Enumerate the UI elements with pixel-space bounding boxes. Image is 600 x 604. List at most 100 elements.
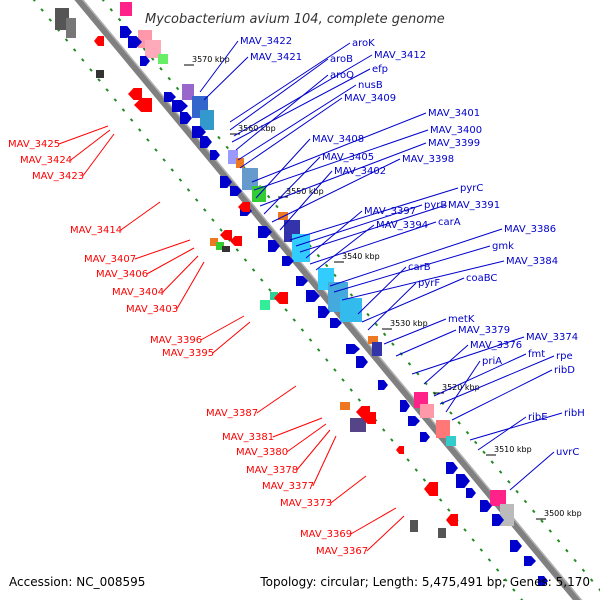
inner-guide-dot <box>300 328 305 332</box>
forward-gene-label: priA <box>482 356 502 367</box>
forward-gene-arrow <box>346 344 360 354</box>
forward-gene-arrow <box>172 100 188 112</box>
feature-block <box>145 40 161 58</box>
kbp-tick-label: 3550 kbp <box>286 187 324 196</box>
inner-guide-dot <box>504 578 508 582</box>
forward-gene-arrow <box>230 186 242 196</box>
forward-leader-line <box>255 138 311 199</box>
inner-guide-dot <box>406 458 410 462</box>
forward-gene-label: ribE <box>528 412 548 423</box>
forward-gene-label: MAV_3408 <box>312 134 364 145</box>
reverse-gene-label: MAV_3396 <box>150 335 202 346</box>
reverse-gene-arrow <box>274 292 288 304</box>
reverse-leader-line <box>312 435 337 487</box>
feature-block <box>55 8 69 30</box>
forward-gene-arrow <box>408 416 420 426</box>
inner-guide-dot <box>487 558 492 562</box>
forward-gene-label: MAV_3376 <box>470 340 522 351</box>
forward-leader-line <box>305 210 363 259</box>
outer-guide-dot <box>266 194 271 199</box>
label-leader-lines <box>58 40 563 552</box>
genome-title: Mycobacterium avium 104, complete genome <box>145 12 445 27</box>
forward-gene-label: MAV_3402 <box>334 166 386 177</box>
reverse-gene-label: MAV_3414 <box>70 225 122 236</box>
forward-gene-arrow <box>420 432 430 442</box>
forward-gene-label: MAV_3399 <box>428 138 480 149</box>
inner-guide-dot <box>268 288 272 292</box>
forward-leader-line <box>383 318 447 345</box>
inner-guide-dot <box>333 368 337 372</box>
inner-guide-dot <box>89 68 93 72</box>
feature-block <box>182 84 194 100</box>
feature-block <box>66 18 76 38</box>
inner-guide-dot <box>382 428 386 432</box>
inner-guide-dot <box>284 308 288 312</box>
reverse-leader-line <box>134 239 191 260</box>
outer-guide-dot <box>565 548 569 553</box>
forward-gene-arrow <box>140 56 150 66</box>
inner-guide-dot <box>243 258 248 262</box>
forward-gene-arrow <box>200 136 212 148</box>
reverse-leader-line <box>256 385 297 414</box>
inner-guide-dot <box>308 338 313 342</box>
inner-guide-dot <box>97 78 101 82</box>
forward-gene-label: MAV_3384 <box>506 256 558 267</box>
forward-gene-label: MAV_3422 <box>240 36 292 47</box>
forward-gene-arrow <box>128 36 142 48</box>
feature-block <box>96 70 104 78</box>
reverse-leader-line <box>162 255 199 293</box>
outer-guide-dot <box>366 312 370 317</box>
reverse-leader-line <box>350 507 397 535</box>
forward-gene-arrow <box>456 474 470 488</box>
inner-guide-dot <box>447 508 451 512</box>
forward-gene-arrow <box>480 500 492 512</box>
inner-guide-dot <box>178 178 183 182</box>
genome-axis-line <box>74 0 584 604</box>
inner-guide-dot <box>235 248 240 252</box>
kbp-tick-label: 3500 kbp <box>544 509 582 518</box>
inner-guide-dot <box>292 318 296 322</box>
feature-block <box>120 2 132 16</box>
outer-guide-dot <box>175 86 180 91</box>
forward-leader-line <box>509 451 555 491</box>
genome-summary-text: Topology: circular; Length: 5,475,491 bp… <box>259 575 590 589</box>
reverse-leader-line <box>366 515 405 552</box>
kbp-tick-label: 3570 kbp <box>192 55 230 64</box>
forward-leader-line <box>411 336 525 375</box>
forward-gene-arrow <box>192 126 206 138</box>
outer-guide-dot <box>523 499 528 504</box>
reverse-gene-label: MAV_3423 <box>32 171 84 182</box>
forward-leader-line <box>439 355 555 405</box>
outer-guide-dot <box>507 480 511 484</box>
reverse-gene-arrow <box>128 88 142 100</box>
feature-block <box>490 490 506 506</box>
forward-gene-label: carB <box>408 262 431 273</box>
forward-gene-label: pyrC <box>460 183 483 194</box>
forward-leader-line <box>229 58 329 131</box>
forward-gene-label: rpe <box>556 351 573 362</box>
reverse-gene-label: MAV_3380 <box>236 447 288 458</box>
feature-block <box>420 404 434 418</box>
forward-gene-label: ribD <box>554 365 575 376</box>
reverse-gene-label: MAV_3377 <box>262 481 314 492</box>
forward-gene-label: MAV_3405 <box>322 152 374 163</box>
forward-gene-arrow <box>538 576 548 586</box>
feature-block <box>340 402 350 410</box>
forward-gene-label: MAV_3394 <box>376 220 428 231</box>
forward-gene-arrow <box>330 318 342 328</box>
reverse-gene-label: MAV_3395 <box>162 348 214 359</box>
forward-gene-arrow <box>378 380 388 390</box>
inner-guide-dot <box>219 228 223 232</box>
feature-block <box>500 504 514 526</box>
forward-gene-label: MAV_3386 <box>504 224 556 235</box>
forward-gene-arrow <box>164 92 176 102</box>
inner-guide-dot <box>129 118 134 122</box>
inner-guide-dot <box>479 548 484 552</box>
forward-leader-line <box>239 97 343 169</box>
outer-guide-dot <box>324 263 329 268</box>
reverse-gene-label: MAV_3403 <box>126 304 178 315</box>
forward-gene-label: aroK <box>352 38 375 49</box>
inner-guide-dot <box>48 18 52 22</box>
